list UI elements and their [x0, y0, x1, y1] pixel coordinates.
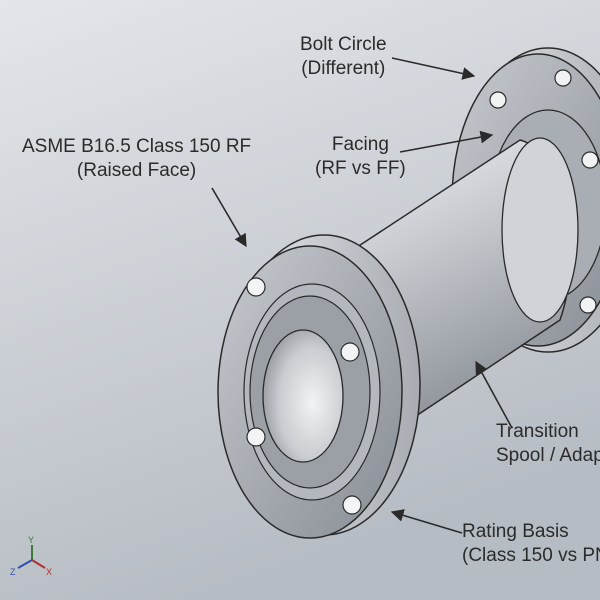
callout-asme-b16-5: ASME B16.5 Class 150 RF (Raised Face) — [22, 135, 251, 183]
callout-facing: Facing (RF vs FF) — [315, 133, 406, 181]
callout-asme-line2: (Raised Face) — [76, 160, 197, 181]
axis-label-z: Z — [10, 567, 16, 577]
pipe-bore — [262, 329, 344, 463]
callout-rating-line1: Rating Basis — [462, 521, 569, 542]
leader-facing — [399, 130, 494, 153]
callout-transition-line2: Spool / Adap — [496, 445, 600, 466]
axis-label-x: X — [46, 567, 52, 577]
axis-label-y: Y — [28, 535, 34, 545]
callout-bolt-line1: Bolt Circle — [300, 34, 387, 55]
leader-asme — [211, 187, 247, 248]
callout-facing-line2: (RF vs FF) — [315, 158, 406, 179]
leader-lines — [211, 57, 513, 534]
bolt-hole — [246, 427, 266, 447]
callout-transition-line1: Transition — [496, 421, 579, 442]
leader-bolt-circle — [391, 57, 476, 80]
callout-bolt-line2: (Different) — [301, 58, 386, 79]
callout-rating-line2: (Class 150 vs PN — [462, 545, 600, 566]
axis-triad-icon: Y X Z — [10, 535, 52, 577]
front-flange — [217, 234, 421, 539]
bolt-hole — [342, 495, 362, 515]
leader-rating — [390, 509, 463, 534]
callout-asme-line1: ASME B16.5 Class 150 RF — [22, 136, 252, 157]
callout-bolt-circle: Bolt Circle (Different) — [300, 33, 387, 81]
bolt-hole — [246, 277, 266, 297]
callout-facing-line1: Facing — [331, 134, 389, 155]
callout-rating-basis: Rating Basis (Class 150 vs PN — [462, 520, 600, 568]
bolt-hole — [340, 342, 360, 362]
callout-transition-spool: Transition Spool / Adap — [496, 420, 600, 468]
leader-transition — [475, 360, 513, 429]
